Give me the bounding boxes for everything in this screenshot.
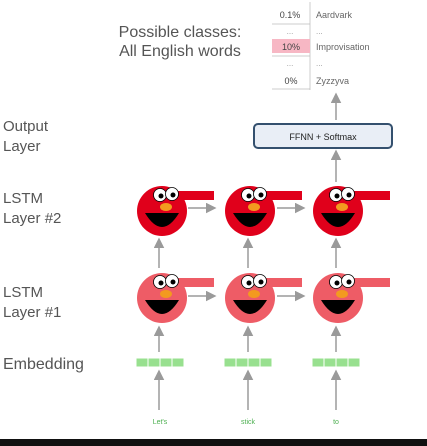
input-word: to [333,419,339,426]
output-layer-label: Output [3,118,49,135]
elmo-head-icon [312,272,391,324]
ellipsis: ... [287,27,294,36]
lstm1-label: Layer #1 [3,304,61,321]
distribution-table: 0.1% Aardvark ... ... 10% Improvisation … [272,2,370,90]
distribution-row: 10% Improvisation [282,42,370,52]
ffnn-softmax-box [253,123,393,149]
distribution-row: 0% Zyzzyva [284,76,349,86]
probability-value: 10% [282,42,300,52]
ellipsis: ... [316,27,323,36]
ellipsis: ... [316,59,323,68]
input-word: Let's [153,419,168,426]
class-word: Aardvark [316,10,353,20]
elmo-head-icon [224,272,303,324]
probability-value: 0% [284,76,297,86]
output-layer-label: Layer [3,138,41,155]
embedding-vector [135,357,185,368]
elmo-head-icon [224,185,303,237]
ffnn-softmax-label: FFNN + Softmax [289,132,357,142]
lstm1-label: LSTM [3,284,43,301]
class-word: Improvisation [316,42,370,52]
elmo-head-icon [136,272,215,324]
ellipsis: ... [287,59,294,68]
highlight-cell [272,39,310,53]
elmo-head-icon [136,185,215,237]
classes-caption-line2: All English words [119,43,241,60]
bottom-bar [0,439,427,446]
lstm2-label: LSTM [3,190,43,207]
class-word: Zyzzyva [316,76,349,86]
embedding-vector [223,357,273,368]
input-word: stick [241,419,256,426]
classes-caption-line1: Possible classes: [119,24,242,41]
embedding-vector [311,357,361,368]
probability-value: 0.1% [280,10,301,20]
elmo-head-icon [312,185,391,237]
distribution-row: 0.1% Aardvark [280,10,353,20]
lstm2-label: Layer #2 [3,210,61,227]
embedding-label: Embedding [3,356,84,373]
